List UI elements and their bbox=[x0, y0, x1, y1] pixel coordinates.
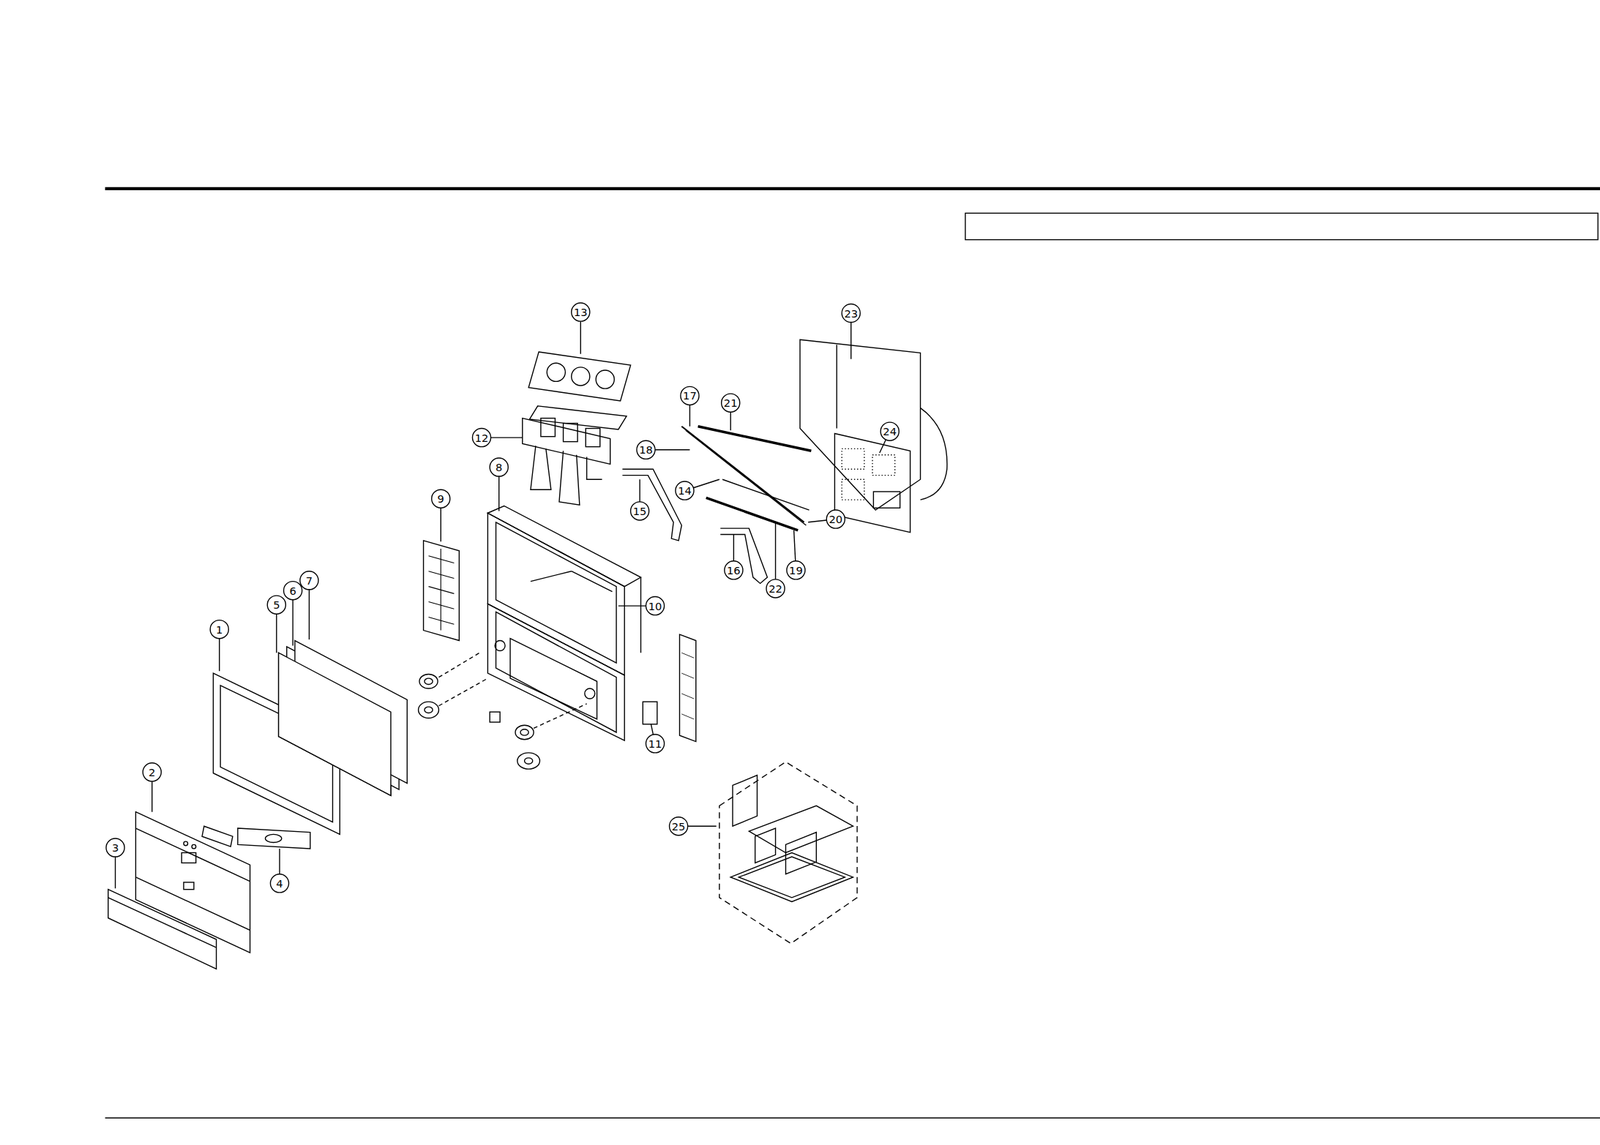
callout-number: 8 bbox=[489, 458, 508, 477]
leader-line bbox=[655, 449, 690, 451]
callout-circle bbox=[142, 763, 162, 782]
callout-circle bbox=[724, 561, 743, 580]
leader-line bbox=[775, 522, 776, 580]
callout-number: 5 bbox=[267, 595, 286, 615]
leader-line bbox=[730, 412, 732, 431]
callout-circle bbox=[645, 597, 664, 616]
callout-number: 10 bbox=[645, 597, 664, 616]
leader-line bbox=[638, 479, 640, 503]
callout-number: 13 bbox=[571, 303, 590, 322]
callout-circle bbox=[645, 734, 664, 754]
callout-number: 1 bbox=[210, 620, 229, 639]
callout-circle bbox=[106, 838, 125, 858]
callout-number: 16 bbox=[724, 561, 743, 580]
callout-circle bbox=[210, 620, 229, 639]
leader-line bbox=[275, 614, 277, 653]
leader-line bbox=[808, 520, 827, 523]
callout-number: 24 bbox=[880, 422, 899, 441]
callout-circle bbox=[283, 581, 303, 601]
callout-number: 18 bbox=[636, 440, 656, 459]
callout-number: 2 bbox=[142, 763, 162, 782]
leader-line bbox=[650, 724, 653, 735]
callout-circle bbox=[721, 393, 740, 413]
callout-number: 12 bbox=[472, 428, 491, 448]
leader-line bbox=[580, 321, 582, 355]
callout-circle bbox=[267, 595, 286, 615]
leader-line bbox=[278, 849, 280, 875]
leader-line bbox=[292, 600, 293, 647]
leader-line bbox=[733, 535, 735, 562]
callout-circle bbox=[786, 561, 806, 580]
callout-circle bbox=[300, 571, 319, 590]
leader-line bbox=[794, 530, 796, 562]
callout-number: 23 bbox=[841, 303, 861, 323]
callout-circle bbox=[636, 440, 656, 459]
callout-circle bbox=[472, 428, 491, 448]
leader-line bbox=[151, 781, 153, 813]
callout-circle bbox=[680, 386, 699, 405]
callout-number: 25 bbox=[669, 817, 689, 836]
callout-number: 21 bbox=[721, 393, 740, 413]
leader-line bbox=[498, 476, 500, 511]
leader-line bbox=[850, 322, 852, 360]
callout-circle bbox=[826, 510, 845, 529]
callout-circle bbox=[766, 579, 785, 598]
callout-circle bbox=[571, 303, 590, 322]
callout-number: 22 bbox=[766, 579, 785, 598]
leader-line bbox=[689, 404, 691, 426]
callout-circle bbox=[841, 303, 861, 323]
leader-line bbox=[114, 857, 116, 889]
leader-line bbox=[688, 826, 717, 828]
leader-line bbox=[308, 589, 310, 640]
leader-line bbox=[879, 439, 887, 454]
callout-number: 9 bbox=[431, 489, 451, 508]
leader-line bbox=[440, 507, 442, 542]
callout-number: 19 bbox=[786, 561, 806, 580]
callout-number: 15 bbox=[630, 502, 650, 521]
leader-line bbox=[491, 436, 523, 438]
callout-number: 3 bbox=[106, 838, 125, 858]
callout-circle bbox=[489, 458, 508, 477]
callout-circle bbox=[630, 502, 650, 521]
callout-number: 11 bbox=[645, 734, 664, 754]
callout-number: 20 bbox=[826, 510, 845, 529]
callout-circle bbox=[669, 817, 689, 836]
callout-number: 17 bbox=[680, 386, 699, 405]
callout-circle bbox=[675, 481, 694, 500]
leader-line bbox=[618, 605, 647, 607]
leader-line bbox=[218, 638, 220, 672]
callout-circle bbox=[880, 422, 899, 441]
callout-circle bbox=[431, 489, 451, 508]
callout-number: 14 bbox=[675, 481, 694, 500]
callout-number: 4 bbox=[270, 874, 289, 893]
leader-line bbox=[693, 479, 719, 488]
callout-number: 7 bbox=[300, 571, 319, 590]
callout-number: 6 bbox=[283, 581, 303, 601]
callout-circle bbox=[270, 874, 289, 893]
